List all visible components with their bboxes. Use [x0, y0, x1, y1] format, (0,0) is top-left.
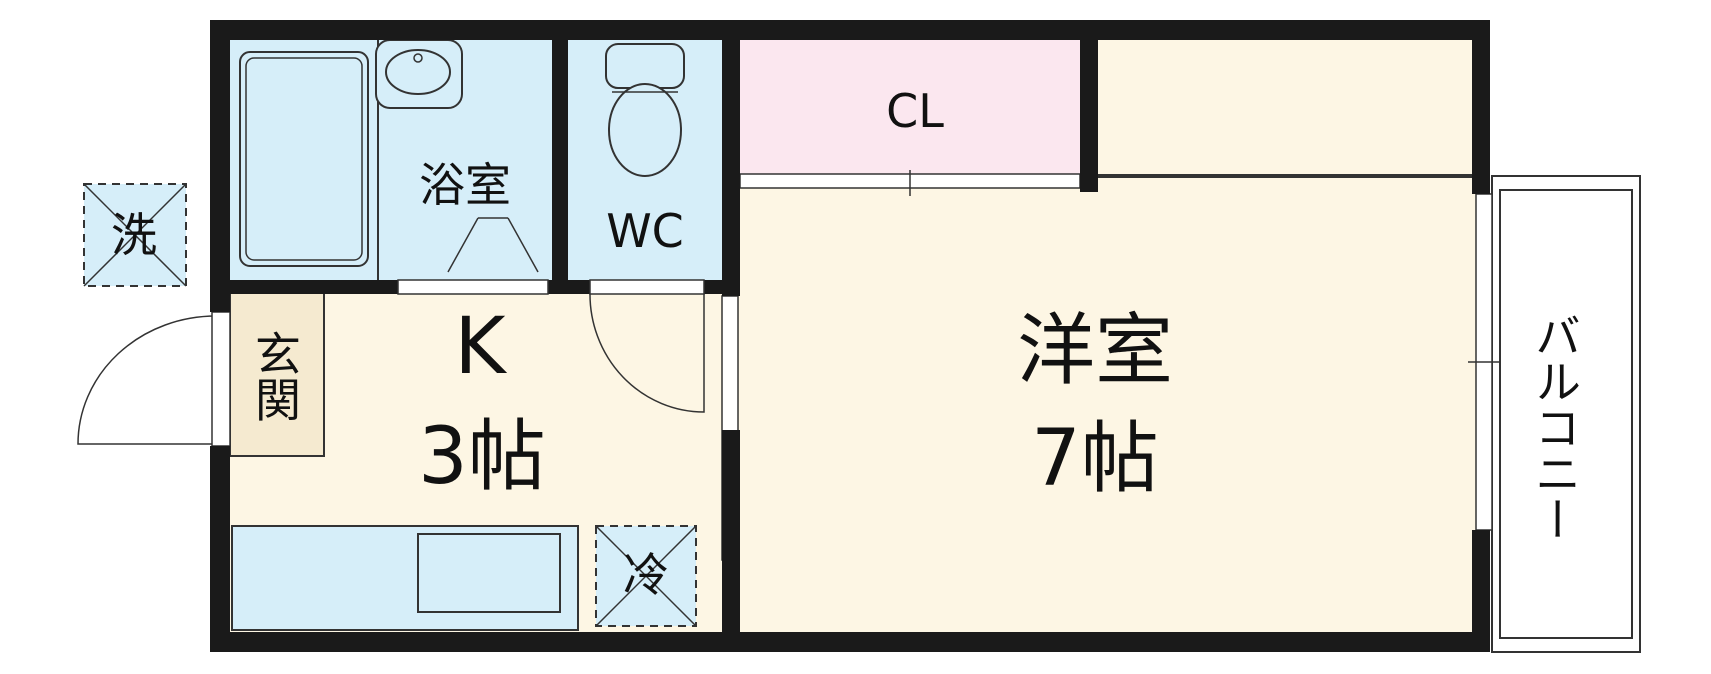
bathroom-label: 浴室 — [419, 158, 511, 212]
kitchen-size: 3帖 — [418, 412, 546, 502]
bath-door-gap — [397, 279, 549, 295]
washbasin-drain — [413, 53, 423, 63]
toilet-tank — [605, 43, 685, 89]
cl-wall-cap — [1098, 174, 1472, 178]
washbasin-bowl — [385, 49, 451, 95]
washer-label: 洗 — [111, 208, 157, 262]
entrance-door-leaf — [211, 311, 231, 447]
bath-door-a — [447, 217, 479, 273]
bath-door-b — [507, 217, 539, 273]
walls — [210, 20, 1490, 652]
fridge-cross-b — [595, 525, 697, 627]
balcony-inner — [1499, 189, 1633, 639]
balcony-outline — [1491, 175, 1641, 653]
room-door-swing — [589, 291, 705, 413]
entrance-label: 玄関 — [248, 330, 302, 422]
kitchen-name: K — [454, 302, 506, 392]
western-room-size: 7帖 — [1031, 414, 1159, 504]
fridge-label: 冷 — [623, 548, 669, 602]
closet-label: CL — [886, 84, 944, 138]
kitchen-sink — [417, 533, 561, 613]
entrance-door-swing — [77, 315, 217, 445]
washer-cross-b — [83, 183, 187, 287]
toilet-label: WC — [606, 204, 684, 258]
bathtub — [239, 51, 369, 267]
bathtub-inner — [245, 57, 363, 261]
closet-floor — [740, 40, 1082, 176]
wc-door-gap — [589, 279, 705, 295]
toilet-bowl — [608, 83, 682, 177]
western-room-name: 洋室 — [1016, 306, 1173, 396]
balcony-label: バルコニー — [1528, 312, 1582, 542]
